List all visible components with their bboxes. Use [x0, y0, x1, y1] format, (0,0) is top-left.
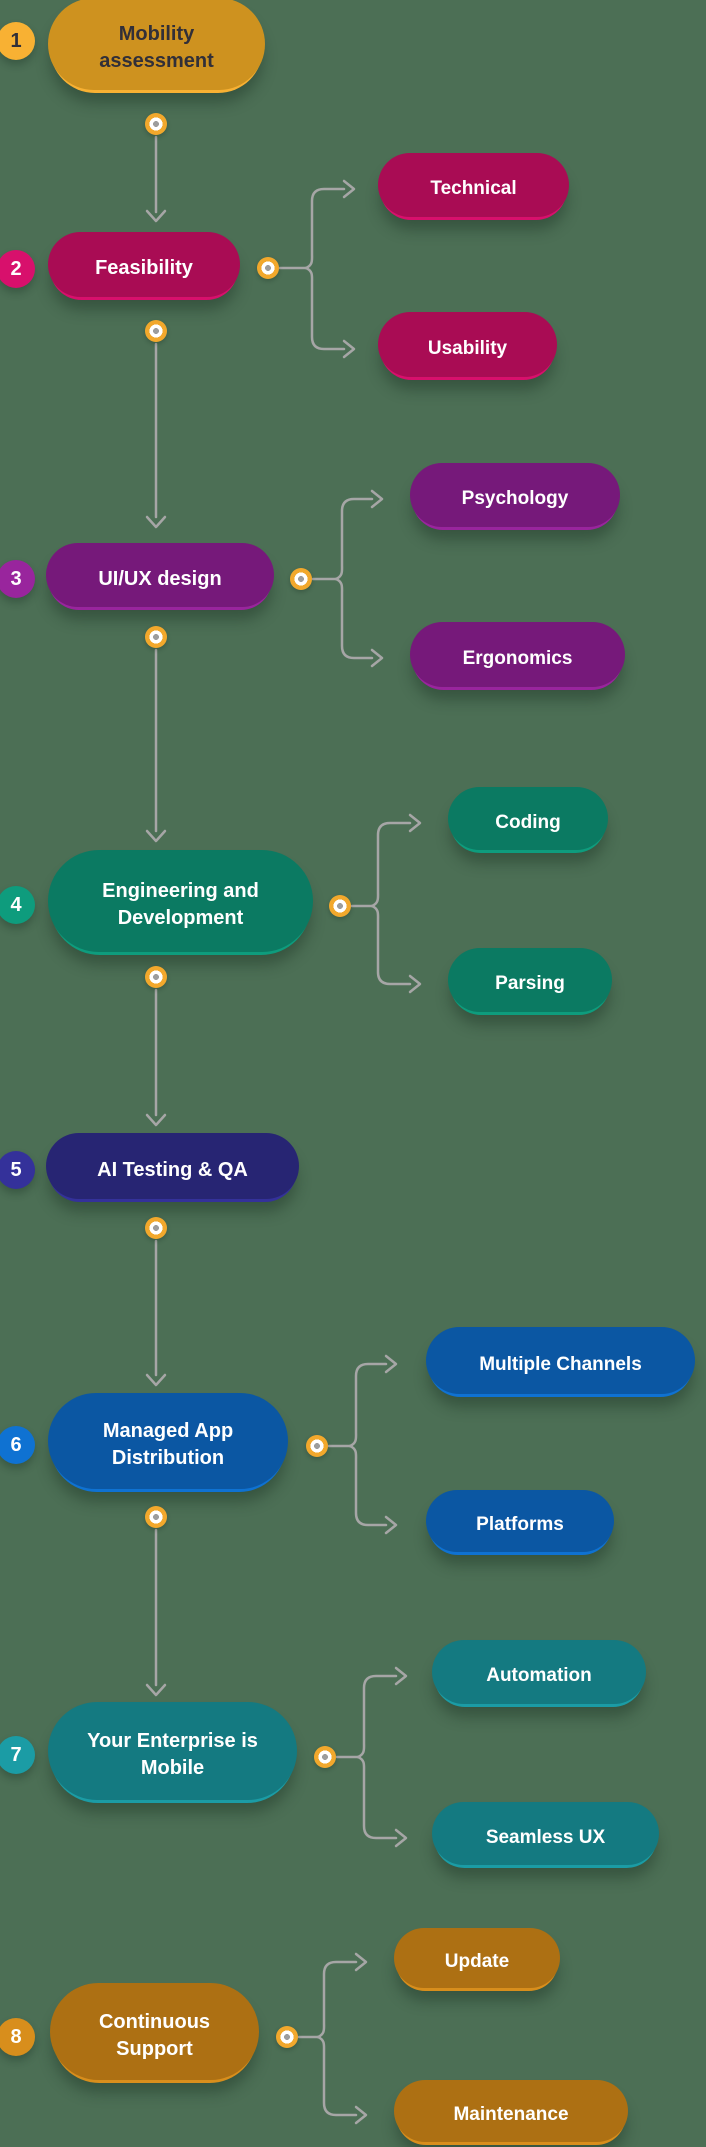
- step-number: 4: [10, 893, 22, 916]
- sub-pill-technical: Technical: [378, 153, 569, 220]
- sub-pill-psychology: Psychology: [410, 463, 620, 530]
- sub-pill-platforms: Platforms: [426, 1490, 614, 1555]
- step-number: 2: [10, 257, 22, 280]
- step-pill-continuous-support: Continuous Support: [50, 1983, 259, 2083]
- step-number: 6: [10, 1433, 22, 1456]
- sub-label: Usability: [427, 337, 508, 359]
- step-badge-6: 6: [0, 1426, 35, 1464]
- step-badge-4: 4: [0, 886, 35, 924]
- step-badge-7: 7: [0, 1736, 35, 1774]
- down-connector-1-2: [145, 135, 167, 223]
- sub-label: Ergonomics: [462, 647, 573, 669]
- sub-label: Maintenance: [453, 2104, 569, 2126]
- step-number: 1: [10, 29, 22, 52]
- connector-dot: [306, 1435, 328, 1457]
- sub-label: Multiple Channels: [479, 1353, 642, 1375]
- branch-connector-uiux: [311, 489, 384, 668]
- step-label: Managed App Distribution: [102, 1420, 234, 1469]
- sub-pill-parsing: Parsing: [448, 948, 612, 1015]
- step-number: 5: [10, 1158, 22, 1181]
- connector-dot: [276, 2026, 298, 2048]
- step-pill-managed-app-distribution: Managed App Distribution: [48, 1393, 288, 1492]
- step-pill-uiux-design: UI/UX design: [46, 543, 274, 610]
- step-label: Engineering and Development: [102, 880, 259, 929]
- step-badge-3: 3: [0, 560, 35, 598]
- step-pill-engineering-and-development: Engineering and Development: [48, 850, 313, 955]
- step-label: Continuous Support: [98, 2010, 211, 2060]
- sub-pill-coding: Coding: [448, 787, 608, 853]
- connector-dot: [145, 320, 167, 342]
- sub-label: Technical: [430, 178, 517, 200]
- sub-label: Seamless UX: [485, 1826, 606, 1848]
- sub-label: Automation: [486, 1665, 592, 1687]
- sub-label: Coding: [495, 811, 561, 833]
- down-connector-2-3: [145, 342, 167, 529]
- connector-dot: [145, 626, 167, 648]
- sub-pill-ergonomics: Ergonomics: [410, 622, 625, 690]
- down-connector-5-6: [145, 1239, 167, 1387]
- step-label: Your Enterprise is Mobile: [87, 1730, 258, 1779]
- branch-connector-distribution: [327, 1354, 398, 1535]
- step-number: 7: [10, 1743, 22, 1766]
- branch-connector-engineering: [350, 813, 422, 994]
- step-pill-your-enterprise-is-mobile: Your Enterprise is Mobile: [48, 1702, 297, 1803]
- connector-dot: [290, 568, 312, 590]
- sub-pill-automation: Automation: [432, 1640, 646, 1707]
- step-badge-2: 2: [0, 250, 35, 288]
- connector-dot: [145, 1506, 167, 1528]
- connector-dot: [329, 895, 351, 917]
- step-pill-ai-testing-qa: AI Testing & QA: [46, 1133, 299, 1202]
- step-badge-1: 1: [0, 22, 35, 60]
- sub-label: Platforms: [476, 1514, 564, 1536]
- sub-label: Parsing: [495, 973, 565, 995]
- sub-pill-seamless-ux: Seamless UX: [432, 1802, 659, 1868]
- step-number: 3: [10, 567, 22, 590]
- step-label: Mobility assessment: [99, 23, 214, 72]
- sub-label: Update: [444, 1951, 510, 1973]
- down-connector-3-4: [145, 648, 167, 843]
- branch-connector-feasibility: [278, 179, 356, 359]
- step-badge-8: 8: [0, 2018, 35, 2056]
- sub-pill-maintenance: Maintenance: [394, 2080, 628, 2145]
- step-number: 8: [10, 2025, 22, 2048]
- step-pill-mobility-assessment: Mobility assessment: [48, 0, 265, 93]
- step-label: UI/UX design: [98, 567, 222, 590]
- down-connector-6-7: [145, 1528, 167, 1697]
- step-label: Feasibility: [95, 257, 193, 279]
- down-connector-4-5: [145, 988, 167, 1127]
- step-pill-feasibility: Feasibility: [48, 232, 240, 300]
- connector-dot: [145, 966, 167, 988]
- sub-pill-usability: Usability: [378, 312, 557, 380]
- branch-connector-enterprise: [335, 1666, 408, 1848]
- sub-pill-update: Update: [394, 1928, 560, 1991]
- step-badge-5: 5: [0, 1151, 35, 1189]
- connector-dot: [145, 1217, 167, 1239]
- connector-dot: [314, 1746, 336, 1768]
- step-label: AI Testing & QA: [97, 1158, 248, 1181]
- branch-connector-support: [297, 1952, 368, 2125]
- sub-pill-multiple-channels: Multiple Channels: [426, 1327, 695, 1397]
- connector-dot: [257, 257, 279, 279]
- sub-label: Psychology: [461, 488, 569, 510]
- connector-dot: [145, 113, 167, 135]
